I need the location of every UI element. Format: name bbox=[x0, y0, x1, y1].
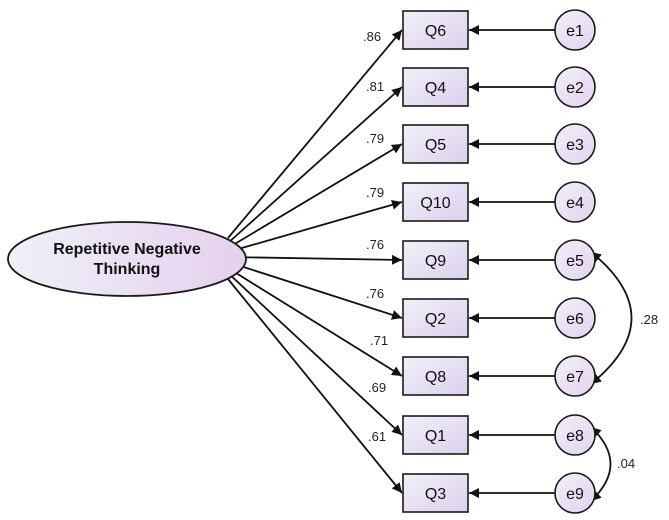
loading-arrow-q5 bbox=[227, 143, 403, 249]
indicator-q8: Q8 bbox=[402, 356, 469, 396]
covariance-arrows: .28 .04 bbox=[590, 251, 658, 502]
loading-coefficient-q5: .79 bbox=[366, 131, 384, 146]
loading-coefficient-q4: .81 bbox=[366, 79, 384, 94]
error-label: e4 bbox=[566, 195, 584, 212]
covariance-e5-e7 bbox=[590, 251, 633, 385]
loading-coefficient-q6: .86 bbox=[363, 29, 381, 44]
indicator-q10: Q10 bbox=[402, 182, 469, 222]
indicator-label: Q6 bbox=[425, 23, 446, 40]
loading-coefficient-q9: .76 bbox=[366, 237, 384, 252]
loading-arrow-q2 bbox=[227, 261, 403, 320]
indicator-q5: Q5 bbox=[402, 124, 469, 164]
error-term-e3: e3 bbox=[554, 123, 596, 165]
covariance-e8-e9 bbox=[590, 426, 612, 502]
error-term-e8: e8 bbox=[554, 414, 596, 456]
error-label: e6 bbox=[566, 311, 584, 328]
loading-arrow-q6 bbox=[227, 29, 403, 239]
indicator-q1: Q1 bbox=[402, 415, 469, 455]
error-label: e2 bbox=[566, 80, 584, 97]
loading-arrow-q10 bbox=[227, 199, 403, 253]
error-label: e7 bbox=[566, 369, 584, 386]
indicator-label: Q3 bbox=[425, 486, 446, 503]
loading-arrow-q8 bbox=[227, 267, 403, 377]
indicator-q9: Q9 bbox=[402, 240, 469, 280]
loading-arrow-q1 bbox=[227, 272, 403, 436]
indicator-q4: Q4 bbox=[402, 67, 469, 107]
indicator-label: Q10 bbox=[420, 195, 450, 212]
error-term-e9: e9 bbox=[554, 472, 596, 514]
latent-label-line2: Thinking bbox=[94, 261, 161, 278]
loading-arrow-q4 bbox=[227, 86, 403, 244]
loading-arrow-q9 bbox=[227, 254, 403, 265]
error-arrows bbox=[469, 25, 555, 498]
loading-coefficient-q8: .71 bbox=[370, 333, 388, 348]
indicator-label: Q2 bbox=[425, 311, 446, 328]
loading-arrow-q3 bbox=[227, 278, 403, 494]
covariance-value-e8-e9: .04 bbox=[617, 456, 635, 471]
error-label: e5 bbox=[566, 253, 584, 270]
indicator-q2: Q2 bbox=[402, 298, 469, 338]
indicator-q6: Q6 bbox=[402, 10, 469, 50]
indicator-label: Q9 bbox=[425, 253, 446, 270]
loading-coefficient-q1: .69 bbox=[368, 380, 386, 395]
error-term-e6: e6 bbox=[554, 297, 596, 339]
indicator-q3: Q3 bbox=[402, 473, 469, 513]
latent-label-line1: Repetitive Negative bbox=[53, 241, 201, 258]
indicator-label: Q8 bbox=[425, 369, 446, 386]
loading-coefficient-q10: .79 bbox=[366, 185, 384, 200]
indicator-label: Q4 bbox=[425, 80, 446, 97]
latent-factor: Repetitive Negative Thinking bbox=[7, 221, 247, 297]
error-term-e4: e4 bbox=[554, 181, 596, 223]
error-label: e1 bbox=[566, 23, 584, 40]
error-label: e8 bbox=[566, 428, 584, 445]
loading-coefficient-q3: .61 bbox=[368, 429, 386, 444]
error-label: e3 bbox=[566, 137, 584, 154]
error-term-e2: e2 bbox=[554, 66, 596, 108]
loading-coefficient-q2: .76 bbox=[366, 286, 384, 301]
error-term-e1: e1 bbox=[554, 9, 596, 51]
indicator-label: Q1 bbox=[425, 428, 446, 445]
error-term-e5: e5 bbox=[554, 239, 596, 281]
error-term-e7: e7 bbox=[554, 355, 596, 397]
loading-arrows bbox=[227, 29, 403, 494]
indicator-label: Q5 bbox=[425, 137, 446, 154]
error-label: e9 bbox=[566, 486, 584, 503]
covariance-value-e5-e7: .28 bbox=[640, 312, 658, 327]
